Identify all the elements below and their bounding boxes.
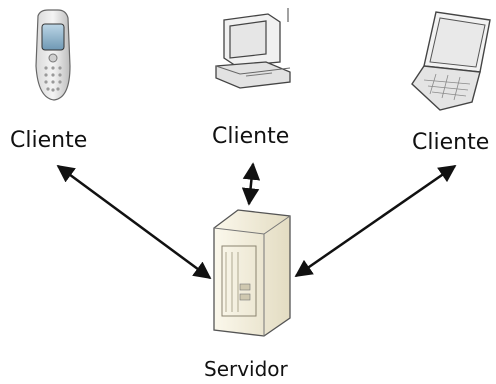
client-label-phone: Cliente <box>10 128 88 153</box>
connection-client-2-server <box>241 162 261 206</box>
server-tower-icon <box>213 209 291 337</box>
laptop-icon <box>411 11 491 111</box>
mobile-phone-icon <box>35 9 71 101</box>
connection-client-1-server <box>56 164 212 280</box>
desktop-computer-icon <box>215 8 291 89</box>
client-label-desktop: Cliente <box>212 124 290 149</box>
client-label-laptop: Cliente <box>412 130 490 155</box>
connection-client-3-server <box>294 164 457 278</box>
server-label: Servidor <box>204 357 288 381</box>
